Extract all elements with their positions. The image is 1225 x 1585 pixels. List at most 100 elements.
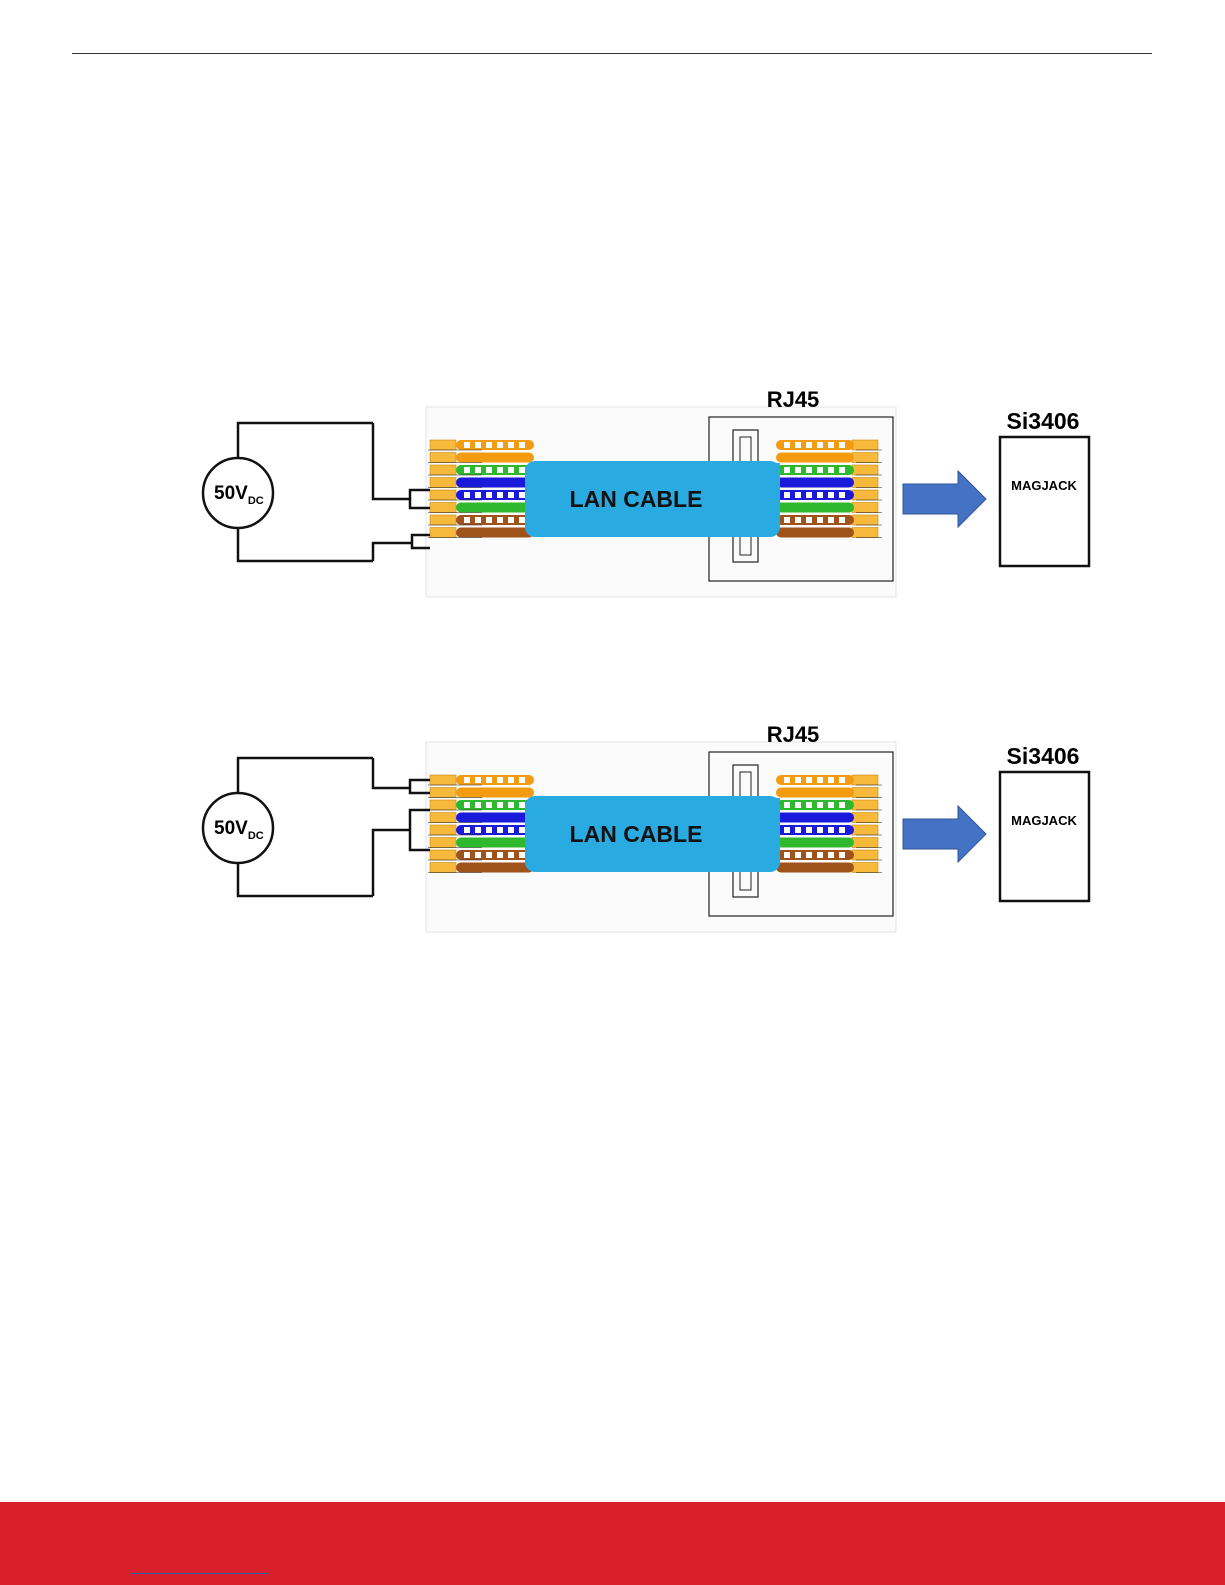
wire-stripe [519, 827, 525, 833]
wire-stripe [817, 467, 823, 473]
wire-stripe [795, 827, 801, 833]
wire-stripe [839, 802, 845, 808]
wire-stripe [486, 777, 492, 783]
wire-brown [456, 528, 534, 538]
wire-green [456, 838, 534, 848]
wire-stripe [519, 852, 525, 858]
connector-pin [430, 775, 456, 785]
wire-stripe [828, 802, 834, 808]
wire-stripe [817, 852, 823, 858]
wire-green [456, 503, 534, 513]
wire-stripe [464, 467, 470, 473]
wire-stripe [497, 852, 503, 858]
connector-pin [852, 503, 878, 513]
circuit-wire-pair-green [373, 810, 430, 896]
wire-stripe [486, 517, 492, 523]
footer-bar [0, 1502, 1225, 1585]
connector-pin [430, 528, 456, 538]
circuit-wire-pair-orange [373, 758, 430, 793]
connector-pin [852, 775, 878, 785]
wire-stripe [784, 442, 790, 448]
wire-stripe [464, 442, 470, 448]
circuit-wire-positive [238, 758, 373, 793]
magjack-label: MAGJACK [1011, 478, 1077, 493]
wire-stripe [475, 492, 481, 498]
wire-stripe [475, 802, 481, 808]
wire-stripe [795, 802, 801, 808]
wire-stripe [497, 467, 503, 473]
connector-pin [430, 863, 456, 873]
connector-pin [852, 788, 878, 798]
circuit-wire-negative [238, 863, 373, 896]
wire-brown [776, 528, 854, 538]
connector-pin [852, 825, 878, 835]
wire-stripe [475, 777, 481, 783]
wire-stripe [508, 777, 514, 783]
connector-pin [430, 478, 456, 488]
wire-stripe [828, 517, 834, 523]
wire-green [776, 838, 854, 848]
wire-orange [456, 453, 534, 463]
connector-pin [852, 838, 878, 848]
wire-stripe [464, 517, 470, 523]
connector-pin [852, 800, 878, 810]
wire-stripe [795, 492, 801, 498]
wire-stripe [497, 442, 503, 448]
wire-stripe [508, 852, 514, 858]
connector-pin [852, 863, 878, 873]
wire-stripe [806, 827, 812, 833]
wire-stripe [817, 777, 823, 783]
wire-stripe [828, 777, 834, 783]
connector-pin [430, 788, 456, 798]
wire-stripe [839, 827, 845, 833]
connector-pin [852, 490, 878, 500]
wire-orange [776, 788, 854, 798]
wire-stripe [464, 802, 470, 808]
wire-stripe [828, 827, 834, 833]
wire-stripe [839, 777, 845, 783]
wire-stripe [817, 442, 823, 448]
wire-stripe [817, 517, 823, 523]
wire-stripe [464, 777, 470, 783]
connector-pin [430, 515, 456, 525]
connector-pin [430, 440, 456, 450]
wire-stripe [486, 492, 492, 498]
wire-stripe [486, 827, 492, 833]
wire-stripe [784, 492, 790, 498]
wire-stripe [486, 442, 492, 448]
wire-blue [456, 813, 534, 823]
wire-stripe [519, 442, 525, 448]
wire-stripe [475, 852, 481, 858]
wire-orange [776, 453, 854, 463]
wire-stripe [464, 492, 470, 498]
rj45-label: RJ45 [767, 722, 820, 747]
wire-stripe [475, 517, 481, 523]
wire-stripe [817, 827, 823, 833]
circuit-wire-pair-blue [373, 423, 430, 508]
arrow-right-icon [903, 806, 986, 862]
wire-stripe [784, 467, 790, 473]
magjack-box [1000, 772, 1089, 901]
wire-stripe [497, 492, 503, 498]
connector-pin [852, 465, 878, 475]
device-title: Si3406 [1007, 743, 1080, 769]
circuit-wire-pair-brown [373, 535, 430, 561]
magjack-box [1000, 437, 1089, 566]
wire-stripe [806, 777, 812, 783]
connector-pin [430, 813, 456, 823]
wire-stripe [784, 517, 790, 523]
footer-link-underline [130, 1573, 270, 1574]
wire-brown [456, 863, 534, 873]
connector-pin [430, 800, 456, 810]
connector-pin [430, 465, 456, 475]
wire-stripe [464, 827, 470, 833]
wire-stripe [817, 802, 823, 808]
wire-stripe [508, 827, 514, 833]
wire-stripe [784, 852, 790, 858]
connector-pin [852, 850, 878, 860]
wire-stripe [795, 777, 801, 783]
header-rule [72, 53, 1152, 54]
wire-stripe [486, 802, 492, 808]
